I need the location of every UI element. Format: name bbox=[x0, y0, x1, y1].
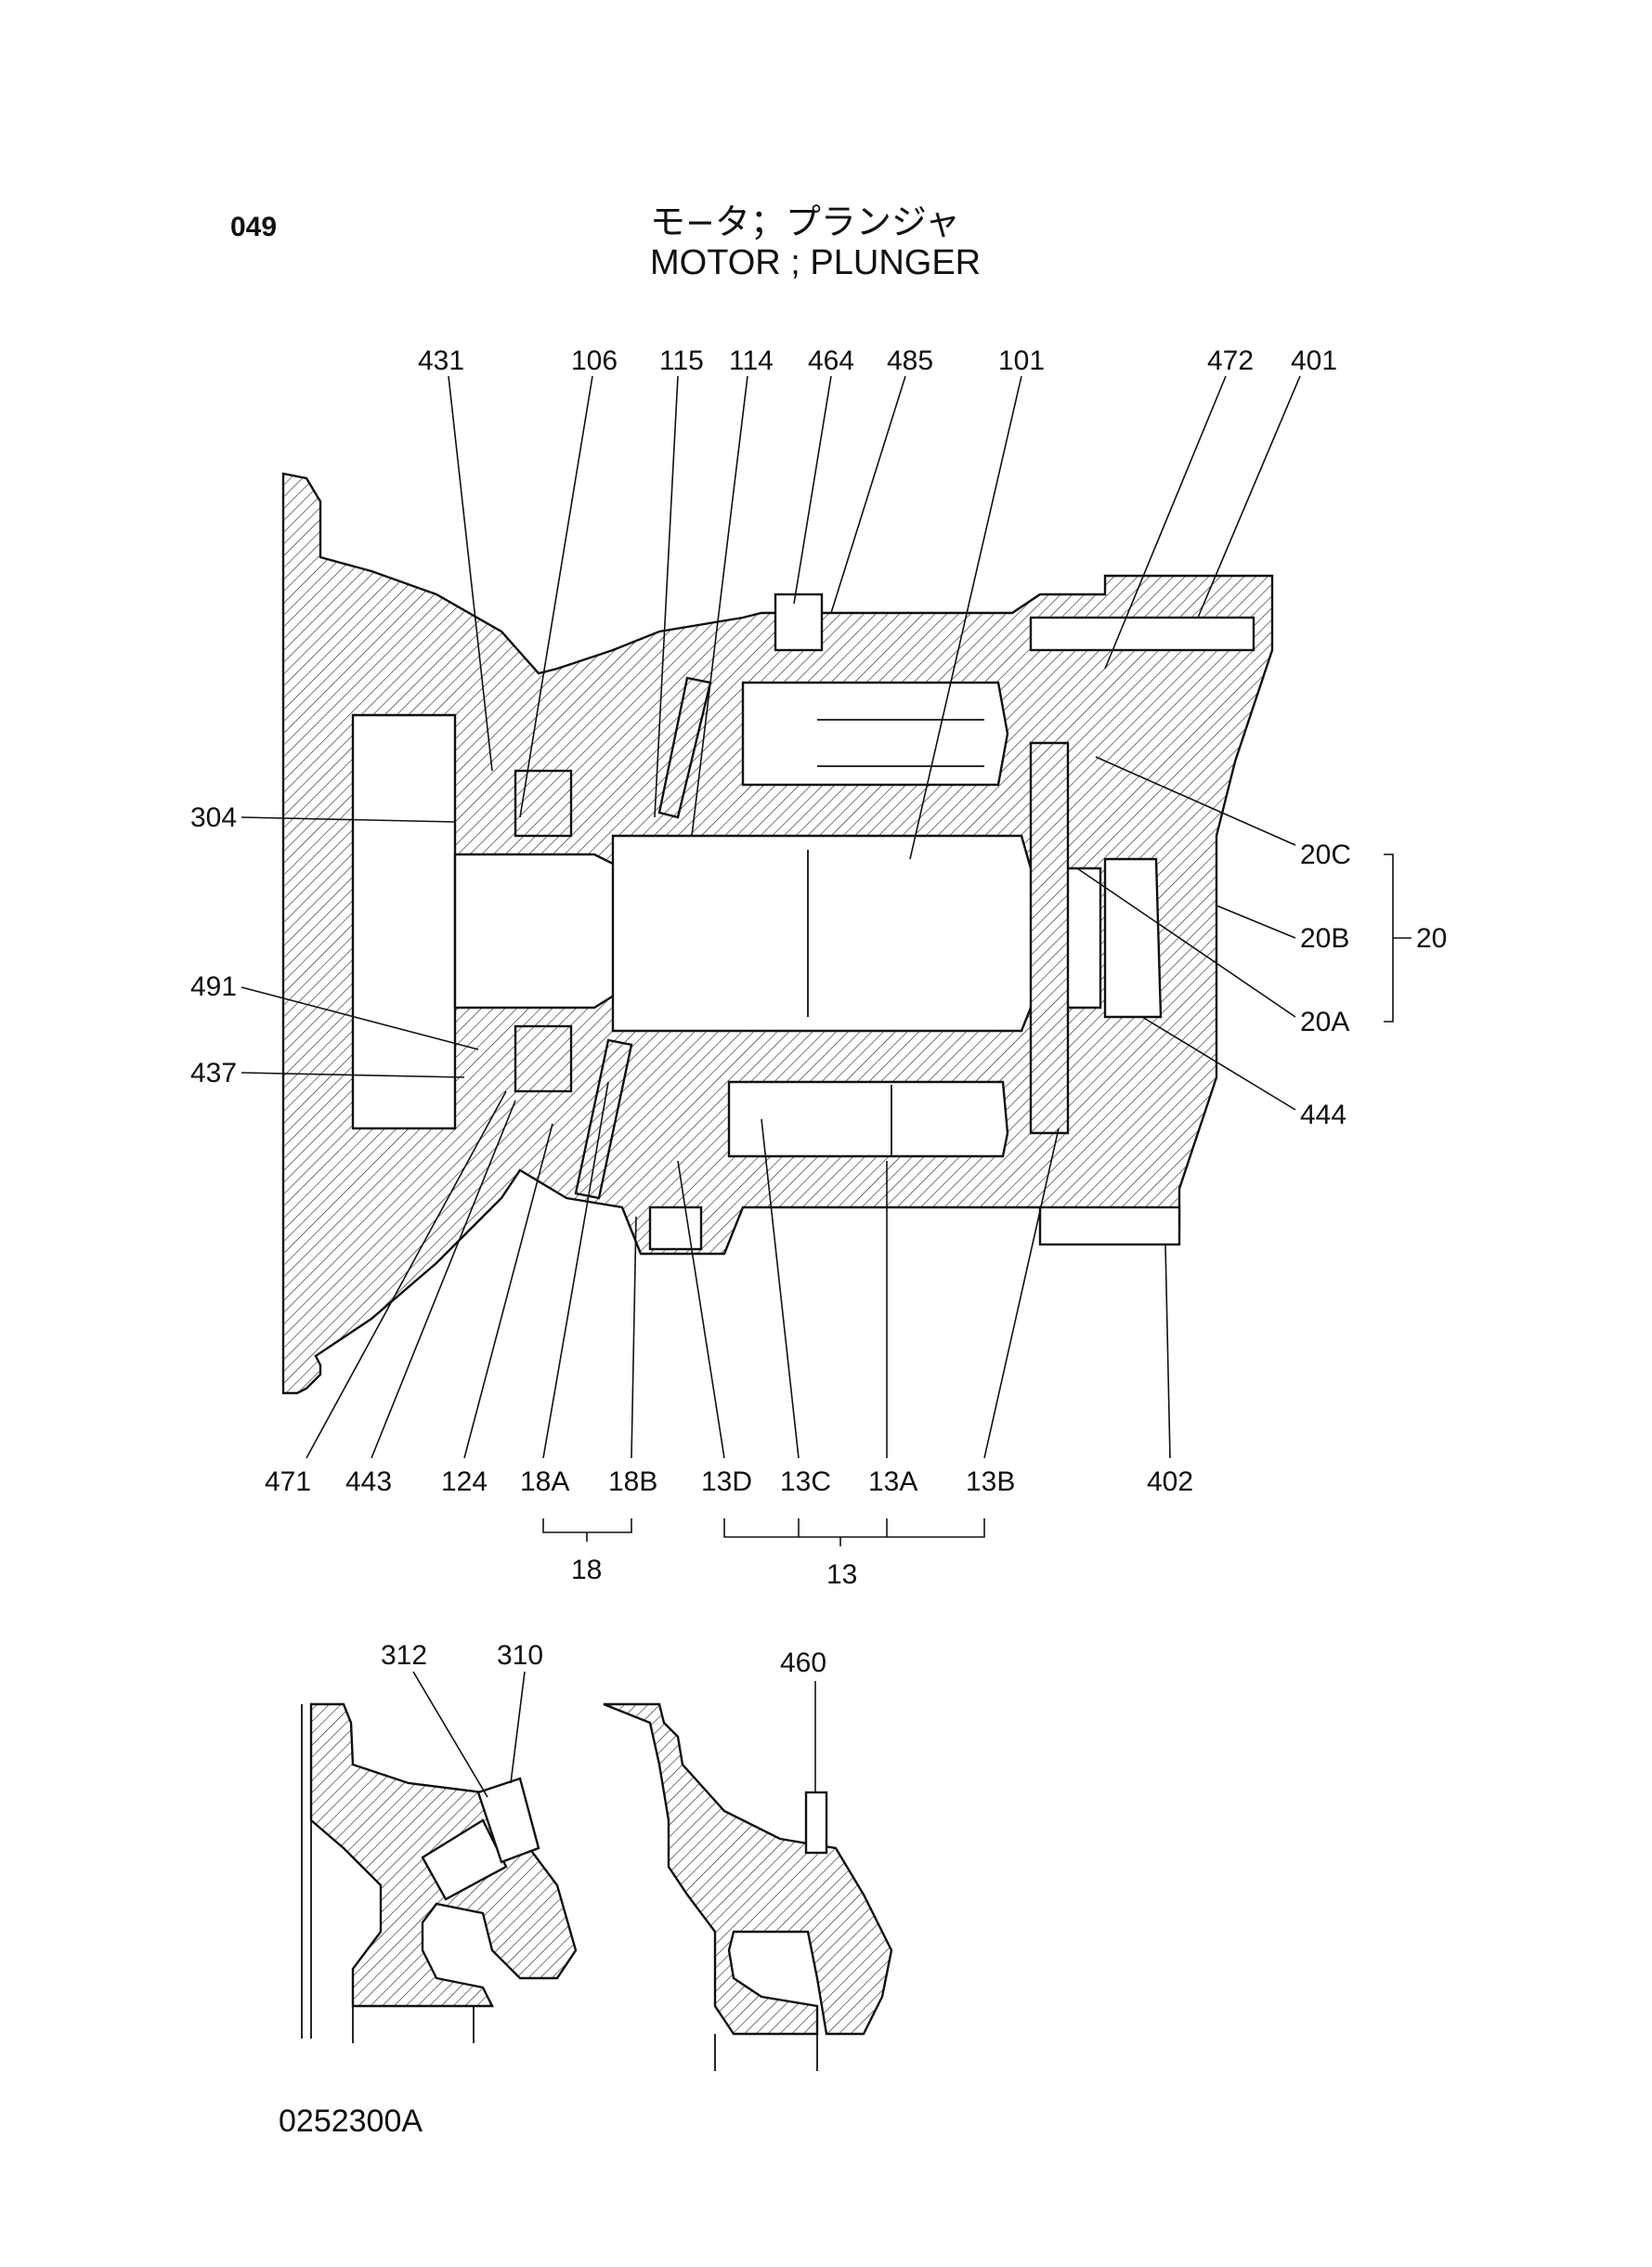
callout-431: 431 bbox=[418, 345, 464, 376]
bearing-lower bbox=[514, 1024, 573, 1093]
detail-view-312-310: 312 310 bbox=[301, 1640, 578, 2043]
detail-a-plug bbox=[421, 1818, 508, 1901]
callout-18: 18 bbox=[571, 1555, 602, 1585]
callout-437: 437 bbox=[190, 1058, 237, 1088]
callout-13D: 13D bbox=[701, 1466, 752, 1497]
callout-18A: 18A bbox=[520, 1466, 569, 1497]
plug-bottom bbox=[648, 1205, 703, 1251]
callout-20B: 20B bbox=[1300, 923, 1349, 954]
callout-13: 13 bbox=[826, 1559, 857, 1590]
main-callout-labels: 431 106 115 114 464 485 101 472 401 304 … bbox=[190, 345, 1447, 1590]
shaft-cavity bbox=[351, 713, 457, 1130]
callout-460: 460 bbox=[780, 1648, 826, 1678]
main-section-view bbox=[281, 472, 1274, 1395]
main-leader-lines bbox=[241, 375, 1411, 1546]
callout-124: 124 bbox=[441, 1466, 488, 1497]
upper-plunger bbox=[741, 681, 1009, 787]
detail-b-plug-460 bbox=[804, 1791, 828, 1855]
detail-a-plug-head bbox=[476, 1777, 540, 1864]
callout-13C: 13C bbox=[780, 1466, 831, 1497]
callout-491: 491 bbox=[190, 971, 237, 1002]
callout-310: 310 bbox=[497, 1640, 543, 1671]
swash-plate-lower bbox=[574, 1038, 633, 1200]
lower-plunger bbox=[727, 1080, 1009, 1158]
title-japanese: モ−タ；プランジャ bbox=[650, 202, 960, 242]
title-english: MOTOR ; PLUNGER bbox=[650, 243, 982, 282]
bearing-upper bbox=[514, 769, 573, 838]
callout-13B: 13B bbox=[966, 1466, 1015, 1497]
callout-114: 114 bbox=[729, 345, 774, 376]
callout-443: 443 bbox=[345, 1466, 392, 1497]
callout-312: 312 bbox=[381, 1640, 427, 1671]
bolt-402 bbox=[1038, 1205, 1181, 1246]
swash-plate-upper bbox=[657, 676, 712, 819]
callout-464: 464 bbox=[808, 345, 854, 376]
callout-115: 115 bbox=[659, 345, 704, 376]
callout-401: 401 bbox=[1291, 345, 1337, 376]
callout-402: 402 bbox=[1147, 1466, 1193, 1497]
bolt-401 bbox=[1029, 616, 1255, 652]
callout-485: 485 bbox=[887, 345, 933, 376]
callout-20C: 20C bbox=[1300, 840, 1351, 870]
callout-444: 444 bbox=[1300, 1100, 1346, 1130]
end-cover-recess bbox=[1103, 857, 1163, 1019]
callout-18B: 18B bbox=[608, 1466, 657, 1497]
detail-b-housing bbox=[603, 1702, 893, 2036]
plug-464 bbox=[774, 593, 824, 652]
callout-20: 20 bbox=[1416, 923, 1447, 954]
callout-472: 472 bbox=[1207, 345, 1254, 376]
callout-106: 106 bbox=[571, 345, 618, 376]
page-number: 049 bbox=[230, 212, 278, 242]
callout-101: 101 bbox=[998, 345, 1045, 376]
drawing-code: 0252300A bbox=[279, 2104, 423, 2139]
valve-plate bbox=[1029, 741, 1070, 1135]
callout-20A: 20A bbox=[1300, 1007, 1349, 1037]
shaft-main bbox=[611, 834, 1102, 1033]
detail-view-460: 460 bbox=[603, 1648, 893, 2071]
callout-304: 304 bbox=[190, 802, 237, 833]
callout-471: 471 bbox=[265, 1466, 311, 1497]
callout-13A: 13A bbox=[868, 1466, 917, 1497]
